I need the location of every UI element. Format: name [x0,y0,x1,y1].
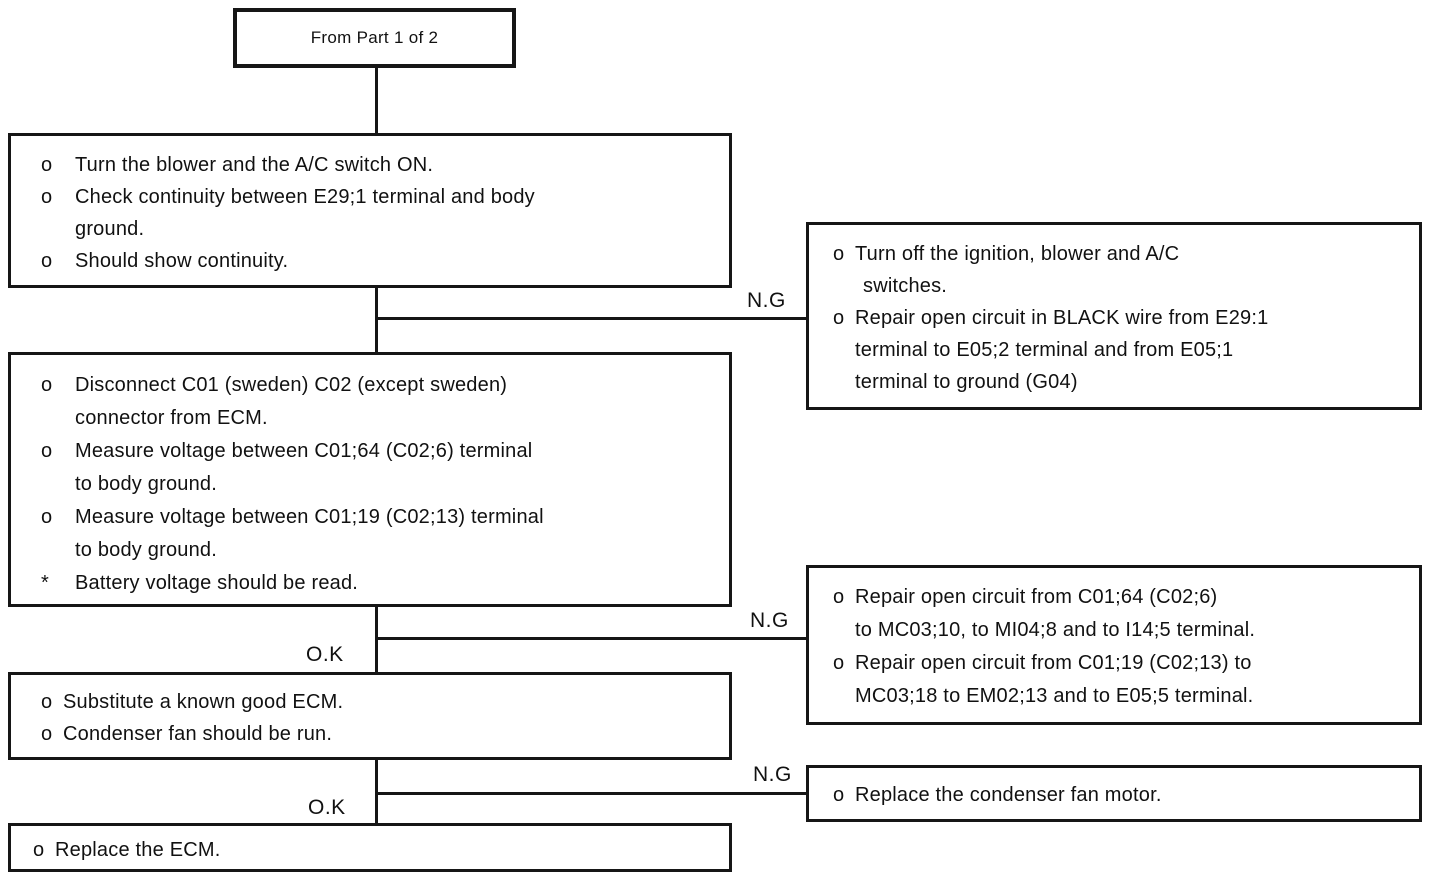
flow-line: o Turn the blower and the A/C switch ON. [41,149,719,181]
bullet: o [41,250,53,272]
connector-step3-to-step4 [375,760,378,823]
flow-line: o Turn off the ignition, blower and A/C [833,238,1411,270]
line-text: Repair open circuit in BLACK wire from E… [855,307,1269,329]
edge-label-ng-3: N.G [753,763,792,786]
line-text: Condenser fan should be run. [63,723,333,745]
line-text: Substitute a known good ECM. [63,691,344,713]
bullet [833,366,855,398]
connector-step1-to-step2 [375,288,378,352]
flow-line: switches. [833,270,1411,302]
flow-line: ground. [41,213,719,245]
flow-line: connector from ECM. [41,402,719,435]
flow-line: o Repair open circuit in BLACK wire from… [833,302,1411,334]
edge-label-ok-1: O.K [306,643,344,666]
bullet: o [33,839,45,861]
bullet [41,213,75,245]
flow-box-substitute-ecm: o Substitute a known good ECM. o Condens… [8,672,732,760]
flow-box-replace-ecm: o Replace the ECM. [8,823,732,872]
connector-ng-branch-1 [377,317,806,320]
line-text: Measure voltage between C01;64 (C02;6) t… [75,440,533,462]
edge-label-ng-2: N.G [750,609,789,632]
connector-ng-branch-2 [377,637,806,640]
bullet [41,402,75,435]
bullet: o [833,586,845,608]
title-box-label: From Part 1 of 2 [310,28,439,47]
line-text: Repair open circuit from C01;64 (C02;6) [855,586,1218,608]
flow-line: o Repair open circuit from C01;64 (C02;6… [833,581,1411,614]
bullet: o [41,186,53,208]
flow-box-from-part-1: From Part 1 of 2 [233,8,516,68]
edge-label-ok-2: O.K [308,796,346,819]
flow-box-check-continuity: o Turn the blower and the A/C switch ON.… [8,133,732,288]
bullet: * [41,572,49,594]
bullet: o [833,243,845,265]
flow-line: to body ground. [41,534,719,567]
line-text: Check continuity between E29;1 terminal … [75,186,535,208]
bullet: o [41,723,53,745]
line-text: to MC03;10, to MI04;8 and to I14;5 termi… [855,619,1256,641]
flow-line: o Disconnect C01 (sweden) C02 (except sw… [41,369,719,402]
flow-line: o Check continuity between E29;1 termina… [41,181,719,213]
line-text: ground. [75,218,145,240]
flow-line: MC03;18 to EM02;13 and to E05;5 terminal… [833,680,1411,713]
bullet: o [41,506,53,528]
bullet: o [41,374,53,396]
line-text: to body ground. [75,473,217,495]
bullet [41,534,75,567]
flow-line: terminal to ground (G04) [833,366,1411,398]
flow-line: o Repair open circuit from C01;19 (C02;1… [833,647,1411,680]
flow-line: o Measure voltage between C01;64 (C02;6)… [41,435,719,468]
line-text: Replace the ECM. [55,839,221,861]
connector-ng-branch-3 [377,792,806,795]
line-text: Turn the blower and the A/C switch ON. [75,154,434,176]
flow-box-repair-open-circuit: o Repair open circuit from C01;64 (C02;6… [806,565,1422,725]
bullet: o [41,691,53,713]
flow-line: o Replace the ECM. [33,834,719,866]
bullet [833,614,855,647]
line-text: MC03;18 to EM02;13 and to E05;5 terminal… [855,685,1254,707]
flow-line: o Should show continuity. [41,245,719,277]
line-text: connector from ECM. [75,407,268,429]
connector-title-to-step1 [375,68,378,133]
bullet: o [41,154,53,176]
bullet [833,680,855,713]
bullet [833,270,863,302]
flow-line: o Condenser fan should be run. [41,718,719,750]
flow-box-measure-voltage: o Disconnect C01 (sweden) C02 (except sw… [8,352,732,607]
line-text: Replace the condenser fan motor. [855,784,1162,806]
bullet: o [833,307,845,329]
line-text: Repair open circuit from C01;19 (C02;13)… [855,652,1252,674]
line-text: terminal to ground (G04) [855,371,1078,393]
flow-line: to body ground. [41,468,719,501]
flow-box-repair-black-wire: o Turn off the ignition, blower and A/C … [806,222,1422,410]
bullet: o [833,652,845,674]
bullet: o [41,440,53,462]
flow-line: o Substitute a known good ECM. [41,686,719,718]
connector-step2-to-step3 [375,607,378,672]
line-text: switches. [863,275,948,297]
flow-line: * Battery voltage should be read. [41,567,719,600]
line-text: Turn off the ignition, blower and A/C [855,243,1180,265]
line-text: Disconnect C01 (sweden) C02 (except swed… [75,374,508,396]
flow-line: terminal to E05;2 terminal and from E05;… [833,334,1411,366]
flow-line: o Measure voltage between C01;19 (C02;13… [41,501,719,534]
flow-line: o Replace the condenser fan motor. [833,779,1411,811]
line-text: to body ground. [75,539,217,561]
bullet [833,334,855,366]
bullet [41,468,75,501]
line-text: Should show continuity. [75,250,289,272]
flow-box-replace-fan-motor: o Replace the condenser fan motor. [806,765,1422,822]
line-text: Battery voltage should be read. [75,572,359,594]
edge-label-ng-1: N.G [747,289,786,312]
line-text: Measure voltage between C01;19 (C02;13) … [75,506,544,528]
line-text: terminal to E05;2 terminal and from E05;… [855,339,1234,361]
bullet: o [833,784,845,806]
flow-line: to MC03;10, to MI04;8 and to I14;5 termi… [833,614,1411,647]
